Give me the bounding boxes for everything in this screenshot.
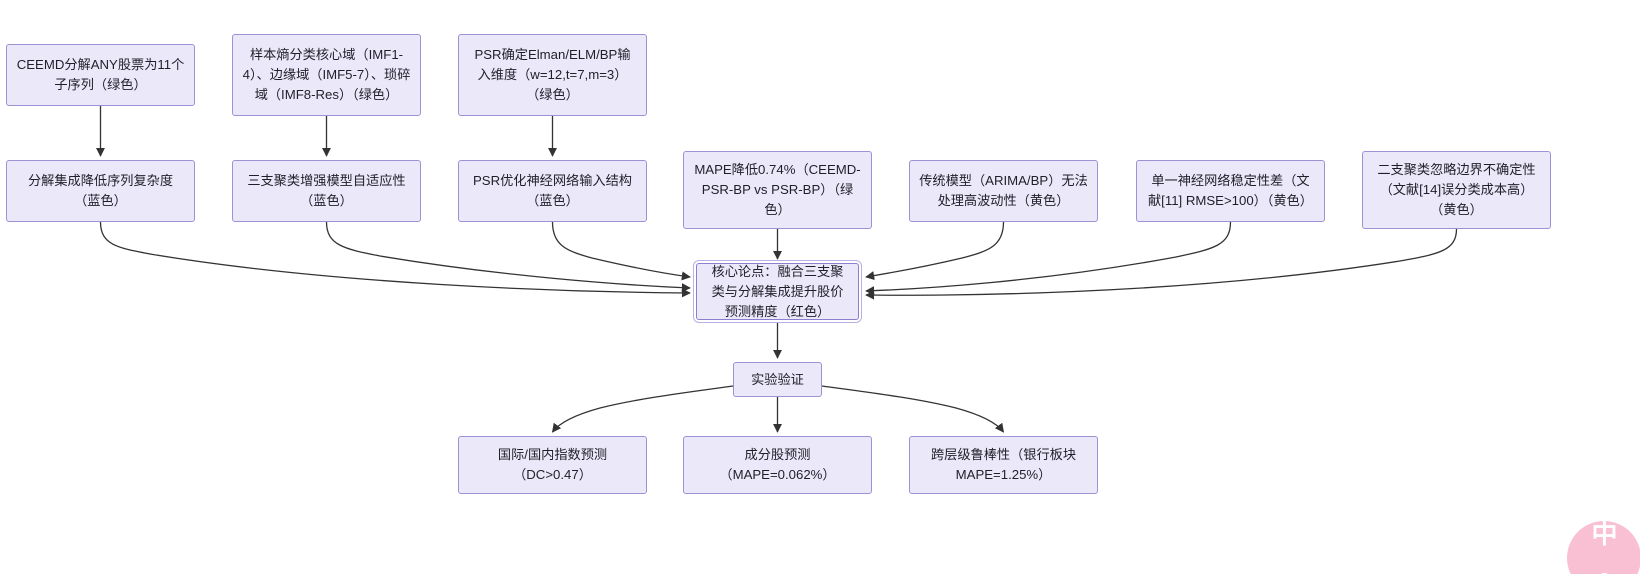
node-result-component-stock-forecast[interactable]: 成分股预测（MAPE=0.062%） bbox=[683, 436, 872, 494]
node-mape-reduction[interactable]: MAPE降低0.74%（CEEMD-PSR-BP vs PSR-BP）（绿色） bbox=[683, 151, 872, 229]
edge-n9-core bbox=[865, 221, 1232, 296]
edge-n10-core bbox=[865, 228, 1458, 300]
node-core-thesis[interactable]: 核心论点：融合三支聚类与分解集成提升股价预测精度（红色） bbox=[693, 260, 862, 323]
node-decomposition-reduces-complexity[interactable]: 分解集成降低序列复杂度（蓝色） bbox=[6, 160, 195, 222]
node-two-way-clustering-boundary[interactable]: 二支聚类忽略边界不确定性（文献[14]误分类成本高）（黄色） bbox=[1362, 151, 1551, 229]
node-three-way-clustering-adaptivity[interactable]: 三支聚类增强模型自适应性（蓝色） bbox=[232, 160, 421, 222]
node-result-index-forecast[interactable]: 国际/国内指数预测（DC>0.47） bbox=[458, 436, 647, 494]
node-experimental-validation[interactable]: 实验验证 bbox=[733, 362, 822, 397]
edge-n6-core bbox=[551, 221, 691, 281]
node-traditional-model-limitation[interactable]: 传统模型（ARIMA/BP）无法处理高波动性（黄色） bbox=[909, 160, 1098, 222]
edge-exp-r1 bbox=[551, 385, 734, 433]
edge-exp-r3 bbox=[821, 385, 1005, 433]
edge-n5-core bbox=[325, 221, 691, 293]
watermark-line1: 中 bbox=[1591, 521, 1617, 549]
edge-n4-core bbox=[99, 221, 691, 298]
watermark-line2: A bbox=[1591, 569, 1616, 574]
watermark-badge: 中 A bbox=[1567, 521, 1640, 574]
node-result-cross-level-robustness[interactable]: 跨层级鲁棒性（银行板块MAPE=1.25%） bbox=[909, 436, 1098, 494]
node-psr-input-dimension[interactable]: PSR确定Elman/ELM/BP输入维度（w=12,t=7,m=3）（绿色） bbox=[458, 34, 647, 116]
node-single-network-instability[interactable]: 单一神经网络稳定性差（文献[11] RMSE>100）（黄色） bbox=[1136, 160, 1325, 222]
node-sample-entropy-classification[interactable]: 样本熵分类核心域（IMF1-4）、边缘域（IMF5-7）、琐碎域（IMF8-Re… bbox=[232, 34, 421, 116]
node-psr-optimizes-network-input[interactable]: PSR优化神经网络输入结构（蓝色） bbox=[458, 160, 647, 222]
node-ceemd-decomposition[interactable]: CEEMD分解ANY股票为11个子序列（绿色） bbox=[6, 44, 195, 106]
edge-n8-core bbox=[865, 221, 1005, 281]
